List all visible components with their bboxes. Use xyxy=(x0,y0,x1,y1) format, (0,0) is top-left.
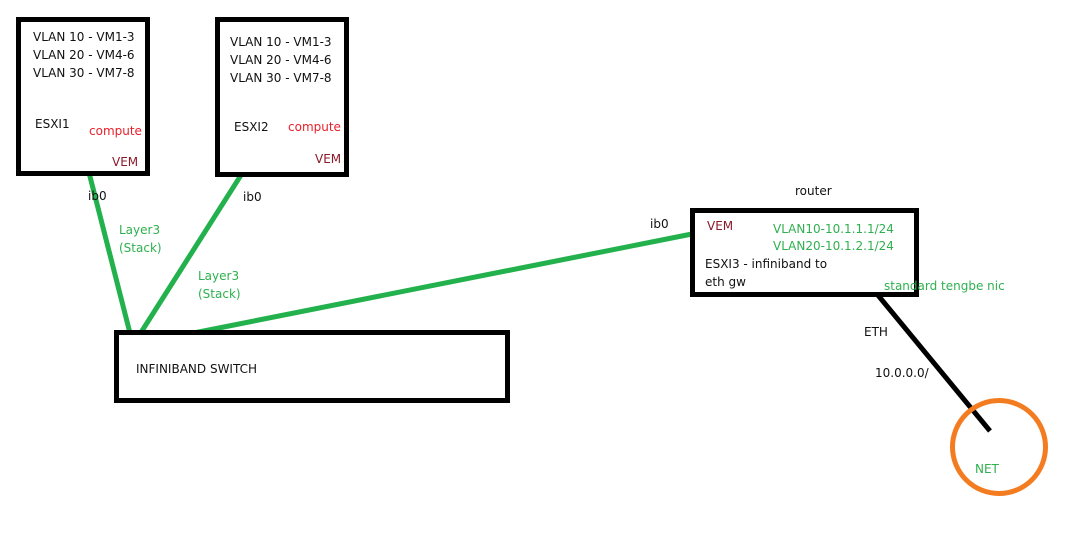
esxi1-ib0-label: ib0 xyxy=(88,189,107,203)
eth-subnet-label: 10.0.0.0/ xyxy=(875,366,929,380)
net-circle xyxy=(950,398,1048,496)
esxi1-link-label-line2: (Stack) xyxy=(119,241,162,255)
router-ib0-label: ib0 xyxy=(650,217,669,231)
router-vlan-20: VLAN20-10.1.2.1/24 xyxy=(773,239,894,253)
esxi1-vlan-20: VLAN 20 - VM4-6 xyxy=(33,48,135,62)
router-to-switch-link xyxy=(132,230,698,348)
router-desc-line1: ESXI3 - infiniband to xyxy=(705,257,828,271)
router-desc-line2: eth gw xyxy=(705,275,746,289)
esxi2-vlan-30: VLAN 30 - VM7-8 xyxy=(230,71,332,85)
net-label: NET xyxy=(975,462,999,476)
esxi2-to-switch-link xyxy=(130,148,260,347)
esxi1-link-label-line1: Layer3 xyxy=(119,223,161,237)
infiniband-switch-box xyxy=(114,330,510,403)
esxi1-to-switch-link xyxy=(81,152,136,346)
esxi2-link-label-line2: (Stack) xyxy=(198,287,241,301)
esxi1-role: compute xyxy=(89,124,142,138)
infiniband-switch-label: INFINIBAND SWITCH xyxy=(136,362,257,376)
esxi1-vem: VEM xyxy=(112,155,139,169)
router-vem: VEM xyxy=(707,219,734,233)
eth-label: ETH xyxy=(864,325,888,339)
router-host-box xyxy=(690,208,919,297)
esxi2-vlan-10: VLAN 10 - VM1-3 xyxy=(230,35,332,49)
router-vlan-10: VLAN10-10.1.1.1/24 xyxy=(773,222,894,236)
esxi2-link-label-line1: Layer3 xyxy=(198,269,240,283)
eth-link xyxy=(856,269,992,433)
esxi1-host-box xyxy=(16,17,150,176)
router-title: router xyxy=(795,184,832,198)
esxi2-role: compute xyxy=(288,120,341,134)
esxi2-vlan-20: VLAN 20 - VM4-6 xyxy=(230,53,332,67)
esxi1-vlan-30: VLAN 30 - VM7-8 xyxy=(33,66,135,80)
esxi2-ib0-label: ib0 xyxy=(243,190,262,204)
esxi1-name: ESXI1 xyxy=(35,117,70,131)
esxi2-vem: VEM xyxy=(315,152,342,166)
router-nic-label: standard tengbe nic xyxy=(884,279,1005,293)
esxi2-name: ESXI2 xyxy=(234,120,269,134)
esxi2-host-box xyxy=(215,17,349,177)
esxi1-vlan-10: VLAN 10 - VM1-3 xyxy=(33,30,135,44)
